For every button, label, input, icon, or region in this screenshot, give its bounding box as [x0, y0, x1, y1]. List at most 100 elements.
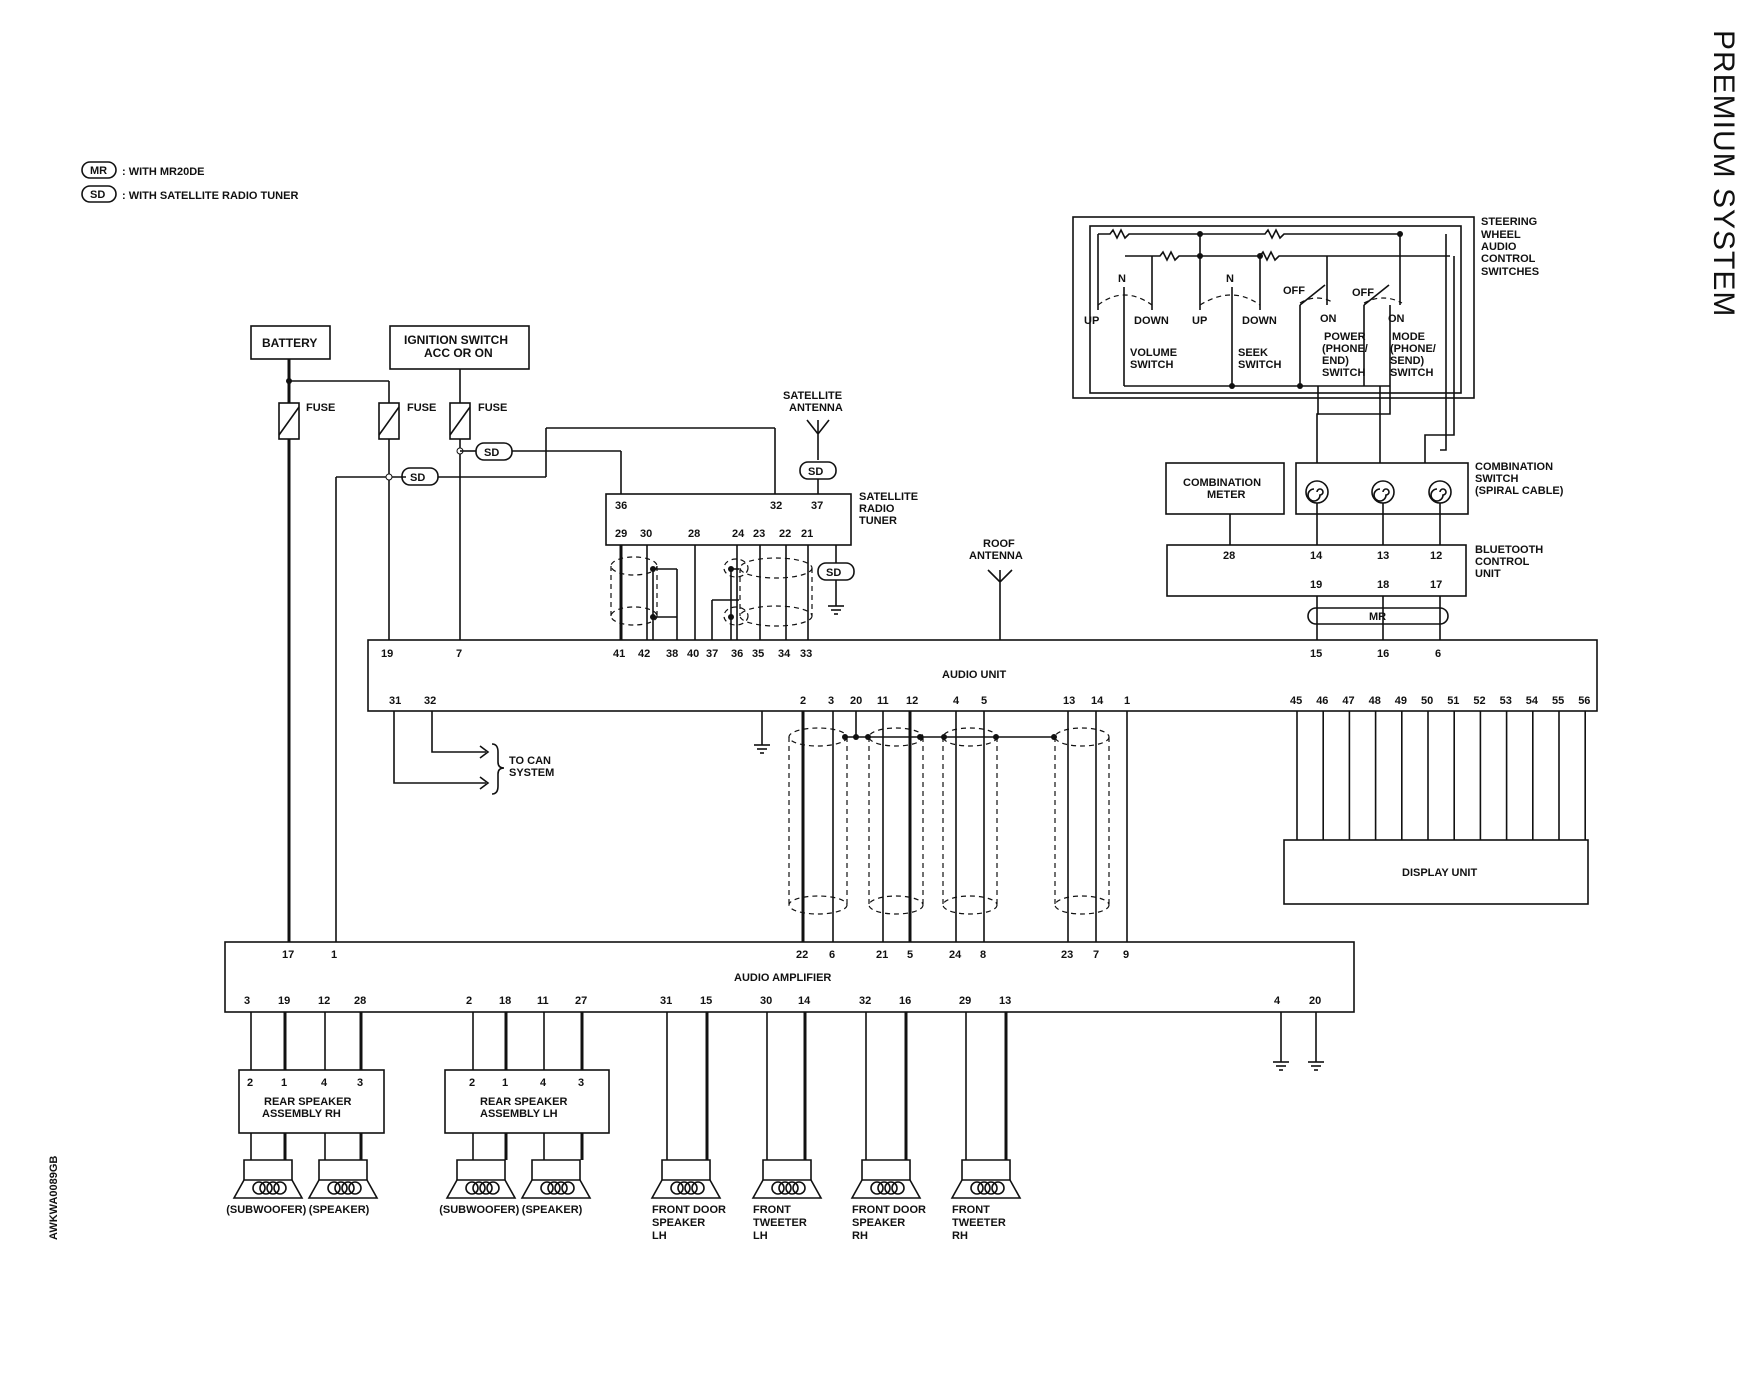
- tuner-label-2: RADIO: [859, 503, 895, 515]
- speaker-label: RH: [852, 1230, 868, 1242]
- amplifier-pin: 32: [859, 995, 871, 1007]
- rear-assembly-pin: 1: [281, 1077, 287, 1089]
- amplifier-pin: 13: [999, 995, 1011, 1007]
- speaker-icon: [446, 1159, 516, 1199]
- speaker-label: FRONT DOOR: [852, 1204, 926, 1216]
- svg-text:DOWN: DOWN: [1242, 315, 1277, 327]
- satellite-radio-tuner-box: [605, 493, 852, 546]
- svg-text:14: 14: [1310, 550, 1323, 562]
- svg-text:(PHONE/: (PHONE/: [1390, 343, 1436, 355]
- svg-text:7: 7: [456, 648, 462, 660]
- combination-meter-label-2: METER: [1207, 489, 1246, 501]
- svg-text:38: 38: [666, 648, 678, 660]
- audio-unit-pins: 19 7 41 42 38 40 37 36 35 34 33 15 16 6 …: [381, 648, 1590, 707]
- svg-text:31: 31: [389, 695, 401, 707]
- audio-unit-pin: 52: [1473, 695, 1485, 707]
- speaker-label: SPEAKER: [652, 1217, 705, 1229]
- svg-text:UP: UP: [1084, 315, 1099, 327]
- audio-unit-label: AUDIO UNIT: [942, 669, 1006, 681]
- audio-unit-pin: 55: [1552, 695, 1564, 707]
- svg-text:28: 28: [688, 528, 700, 540]
- rear-assembly-pin: 2: [247, 1077, 253, 1089]
- svg-text:3: 3: [828, 695, 834, 707]
- svg-text:23: 23: [1061, 949, 1073, 961]
- svg-text:20: 20: [850, 695, 862, 707]
- bluetooth-control-unit-box: [1166, 544, 1467, 597]
- speaker-label: LH: [753, 1230, 768, 1242]
- svg-text:28: 28: [1223, 550, 1235, 562]
- svg-text:13: 13: [1377, 550, 1389, 562]
- steering-label-4: CONTROL: [1481, 253, 1536, 265]
- battery-label: BATTERY: [262, 336, 317, 350]
- svg-text:24: 24: [949, 949, 962, 961]
- audio-amplifier-label: AUDIO AMPLIFIER: [734, 972, 831, 984]
- sat-antenna-label-1: SATELLITE: [783, 390, 842, 402]
- svg-text:18: 18: [1377, 579, 1389, 591]
- svg-text:12: 12: [906, 695, 918, 707]
- display-unit-label: DISPLAY UNIT: [1402, 867, 1477, 879]
- svg-text:37: 37: [706, 648, 718, 660]
- rear-assembly-pin: 2: [469, 1077, 475, 1089]
- svg-text:42: 42: [638, 648, 650, 660]
- svg-text:SD: SD: [410, 472, 425, 484]
- steering-label-3: AUDIO: [1481, 241, 1517, 253]
- bluetooth-label-1: BLUETOOTH: [1475, 544, 1543, 556]
- svg-text:36: 36: [615, 500, 627, 512]
- svg-text:29: 29: [615, 528, 627, 540]
- svg-text:SWITCH: SWITCH: [1130, 359, 1173, 371]
- svg-text:MODE: MODE: [1392, 331, 1425, 343]
- speaker-label: FRONT DOOR: [652, 1204, 726, 1216]
- display-unit-box: [1283, 839, 1589, 905]
- svg-text:12: 12: [1430, 550, 1442, 562]
- combination-meter-box: [1165, 462, 1285, 515]
- fuse-2: [378, 402, 400, 440]
- combination-meter-label-1: COMBINATION: [1183, 477, 1261, 489]
- svg-text:34: 34: [778, 648, 791, 660]
- amplifier-pin: 19: [278, 995, 290, 1007]
- speaker-label: (SUBWOOFER): [439, 1204, 519, 1216]
- satellite-antenna-icon: [806, 419, 830, 460]
- svg-text:SWITCH: SWITCH: [1390, 367, 1433, 379]
- amplifier-pin: 4: [1274, 995, 1281, 1007]
- can-label-2: SYSTEM: [509, 767, 554, 779]
- svg-text:41: 41: [613, 648, 625, 660]
- steering-switch-box: [1072, 216, 1475, 399]
- svg-text:36: 36: [731, 648, 743, 660]
- svg-text:17: 17: [1430, 579, 1442, 591]
- svg-text:SEEK: SEEK: [1238, 347, 1268, 359]
- svg-text:VOLUME: VOLUME: [1130, 347, 1177, 359]
- audio-amplifier-box: [224, 941, 1355, 1013]
- svg-text:32: 32: [424, 695, 436, 707]
- can-label-1: TO CAN: [509, 755, 551, 767]
- svg-text:ON: ON: [1320, 313, 1337, 325]
- amplifier-pin: 15: [700, 995, 712, 1007]
- speaker-label: (SPEAKER): [522, 1204, 583, 1216]
- svg-text:OFF: OFF: [1283, 285, 1305, 297]
- svg-text:19: 19: [1310, 579, 1322, 591]
- speaker-icon: [951, 1159, 1021, 1199]
- svg-text:7: 7: [1093, 949, 1099, 961]
- legend-tag-sd: SD: [90, 189, 105, 201]
- steering-label-2: WHEEL: [1481, 229, 1521, 241]
- audio-unit-pin: 49: [1395, 695, 1407, 707]
- svg-text:SWITCH: SWITCH: [1322, 367, 1365, 379]
- svg-text:SD: SD: [484, 447, 499, 459]
- rear-assembly-pin: 4: [321, 1077, 328, 1089]
- speaker-icon: [308, 1159, 378, 1199]
- svg-text:22: 22: [796, 949, 808, 961]
- speaker-icon: [521, 1159, 591, 1199]
- amplifier-pin: 2: [466, 995, 472, 1007]
- rear-rh-label-1: REAR SPEAKER: [264, 1096, 351, 1108]
- svg-text:DOWN: DOWN: [1134, 315, 1169, 327]
- svg-text:1: 1: [1124, 695, 1130, 707]
- audio-unit-pin: 51: [1447, 695, 1459, 707]
- svg-text:POWER: POWER: [1324, 331, 1366, 343]
- svg-text:40: 40: [687, 648, 699, 660]
- combination-switch-label-2: SWITCH: [1475, 473, 1518, 485]
- svg-text:UP: UP: [1192, 315, 1207, 327]
- svg-text:16: 16: [1377, 648, 1389, 660]
- audio-unit-pin: 53: [1500, 695, 1512, 707]
- svg-text:N: N: [1118, 273, 1126, 285]
- amplifier-pin: 18: [499, 995, 511, 1007]
